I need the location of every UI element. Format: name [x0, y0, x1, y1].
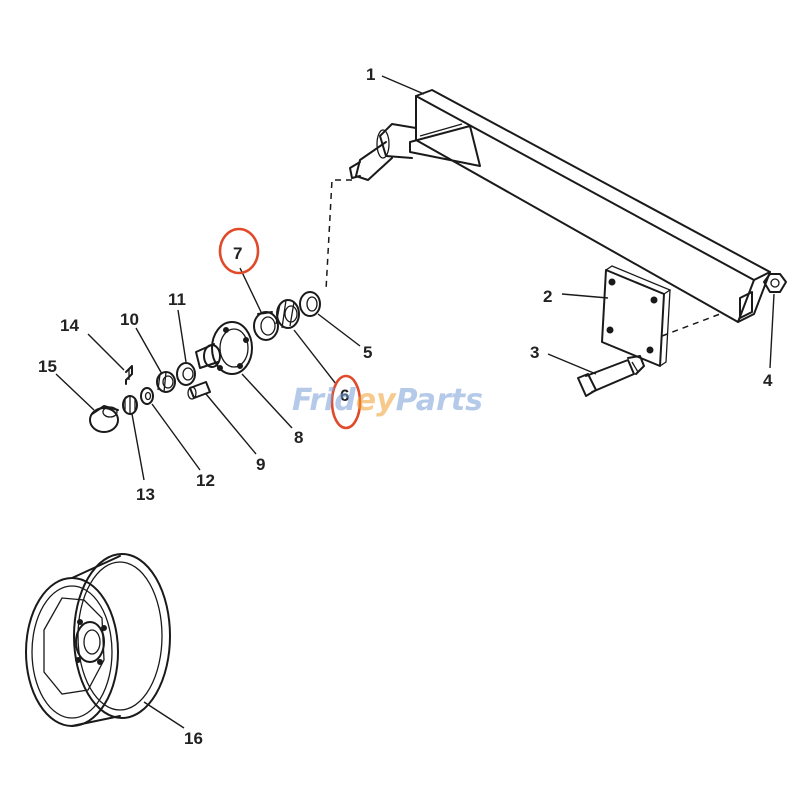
callout-15: 15	[38, 357, 57, 376]
callout-10: 10	[120, 310, 139, 329]
callout-2: 2	[543, 287, 552, 306]
watermark-mid: ey	[356, 383, 397, 418]
leader-lines	[55, 75, 775, 729]
bolt-part	[577, 355, 645, 397]
nut-part	[763, 273, 787, 293]
castle-nut-part	[122, 395, 138, 415]
watermark-left: Frid	[292, 383, 356, 418]
callout-14: 14	[60, 316, 79, 335]
assembly-line	[325, 179, 352, 291]
washer-part	[140, 387, 154, 405]
inner-bearing-part	[275, 299, 300, 329]
callout-12: 12	[196, 471, 215, 490]
callout-4: 4	[763, 371, 773, 390]
bearing-cup-part	[253, 311, 279, 341]
callout-8: 8	[294, 428, 303, 447]
assembly-line-2	[661, 313, 721, 337]
highlight-circle-7	[218, 227, 260, 275]
wheel-stud-part	[187, 381, 211, 400]
seal-part	[299, 291, 321, 317]
axle-beam-part	[349, 89, 771, 323]
dust-cap-part	[89, 405, 119, 433]
outer-bearing-part	[156, 371, 176, 393]
callout-11: 11	[168, 290, 186, 309]
callout-16: 16	[184, 729, 203, 748]
callout-3: 3	[530, 343, 539, 362]
callout-9: 9	[256, 455, 265, 474]
callout-13: 13	[136, 485, 155, 504]
watermark-logo: FrideyParts	[292, 383, 483, 418]
callout-1: 1	[366, 65, 375, 84]
highlight-circle-6	[330, 374, 362, 430]
wheel-rim-part	[25, 553, 171, 727]
cotter-pin-part	[125, 365, 133, 385]
callout-6: 6	[340, 386, 349, 405]
mounting-plate-part	[601, 265, 672, 367]
highlight-marks	[218, 227, 362, 430]
outer-bearing-cup-part	[176, 362, 196, 386]
hub-part	[195, 321, 253, 375]
callout-7: 7	[233, 244, 242, 263]
callout-5: 5	[363, 343, 372, 362]
watermark-right: Parts	[396, 383, 483, 418]
callout-labels: 1 2 3 4 5 6 7 8 9 10 11 12 13 14 15 16	[38, 65, 773, 748]
